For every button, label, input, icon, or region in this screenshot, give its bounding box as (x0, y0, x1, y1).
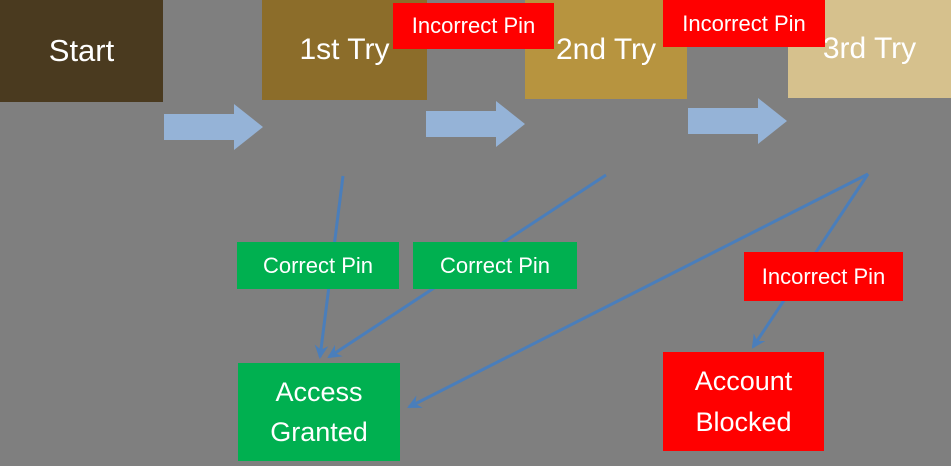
edge-label-incorrect-pin-3: Incorrect Pin (744, 252, 903, 301)
flow-arrow-start-to-try1 (164, 104, 263, 150)
node-account-blocked: Account Blocked (663, 352, 824, 451)
flow-arrow-try2-to-try3 (688, 98, 787, 144)
node-access-granted: Access Granted (238, 363, 400, 461)
edge-label-correct-pin-2: Correct Pin (413, 242, 577, 289)
edge-label-incorrect-pin-1: Incorrect Pin (393, 3, 554, 49)
edge-label-correct-pin-1: Correct Pin (237, 242, 399, 289)
node-start: Start (0, 0, 163, 102)
node-second-try: 2nd Try (525, 0, 687, 99)
edge-label-incorrect-pin-2: Incorrect Pin (663, 0, 825, 47)
flow-arrow-try1-to-try2 (426, 101, 525, 147)
